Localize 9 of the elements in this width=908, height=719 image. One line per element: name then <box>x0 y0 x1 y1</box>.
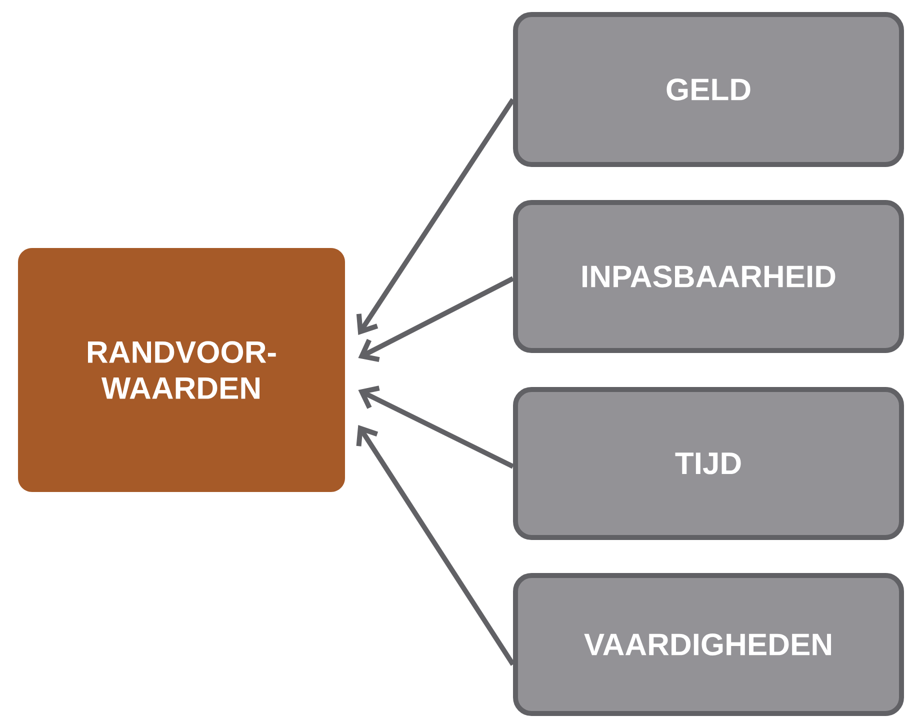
main-box: RANDVOOR- WAARDEN <box>18 248 345 492</box>
arrow <box>358 276 514 362</box>
factor-box: GELD <box>513 12 904 167</box>
factor-box: INPASBAARHEID <box>513 200 904 353</box>
arrow <box>358 386 514 469</box>
factor-box: VAARDIGHEDEN <box>513 572 904 716</box>
arrow <box>356 424 516 666</box>
arrow <box>356 98 516 335</box>
factor-box: TIJD <box>513 386 904 540</box>
